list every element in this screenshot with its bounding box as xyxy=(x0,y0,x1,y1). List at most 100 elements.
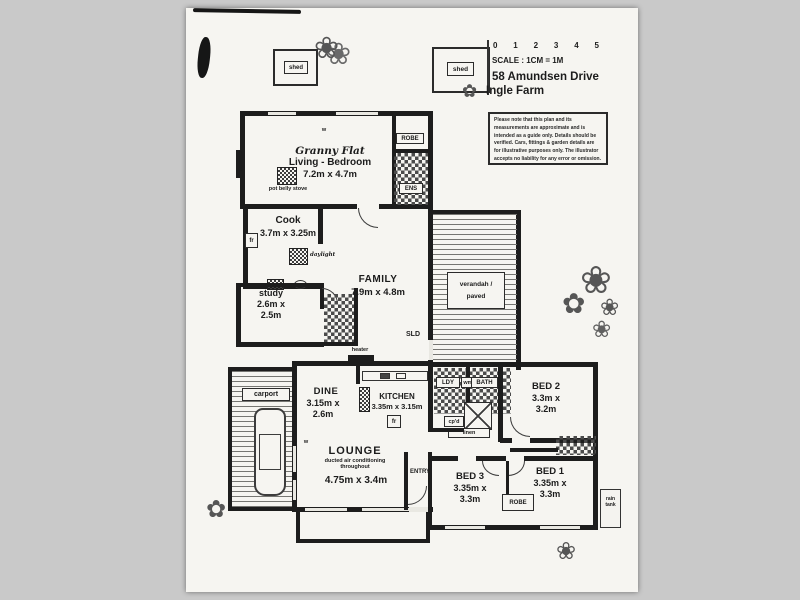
hall-robe-label: ROBE xyxy=(509,500,527,506)
wall xyxy=(432,428,464,432)
hall-robe-box xyxy=(502,494,534,511)
shed-left-label: shed xyxy=(284,61,308,74)
kitchen-sink xyxy=(380,373,390,379)
family-title: FAMILY xyxy=(358,274,398,285)
bath-label: BATH xyxy=(471,377,498,388)
window-mark: w xyxy=(303,439,309,445)
window xyxy=(445,526,485,529)
wall xyxy=(498,362,503,442)
wall xyxy=(228,367,232,511)
carport-label: carport xyxy=(242,388,290,401)
kitchen-bench xyxy=(362,371,428,381)
verandah-label: verandah / paved xyxy=(447,272,505,309)
scale-bracket-line xyxy=(487,40,489,95)
window xyxy=(540,526,580,529)
window xyxy=(305,508,347,511)
wall xyxy=(433,210,521,214)
scale-ruler: 0 1 2 3 4 5 xyxy=(493,41,599,50)
bed1-dims: 3.35m x 3.3m xyxy=(533,478,567,499)
ruler-number: 2 xyxy=(533,41,539,50)
garden-cluster-icon: ❀ xyxy=(580,260,612,302)
garden-cluster-icon: ✿ xyxy=(562,288,586,319)
pantry xyxy=(359,387,370,412)
ruler-number: 1 xyxy=(513,41,518,50)
pot-belly-stove-label: pot belly stove xyxy=(268,186,308,192)
wall xyxy=(236,283,324,287)
lounge-title: LOUNGE xyxy=(328,445,382,457)
kitchen-title: KITCHEN xyxy=(379,392,415,401)
wall xyxy=(354,288,358,346)
wall xyxy=(432,362,598,367)
wall xyxy=(320,342,358,346)
ruler-number: 3 xyxy=(553,41,559,50)
garden-cluster-icon: ❀ xyxy=(600,294,620,320)
wall xyxy=(318,208,323,244)
wall xyxy=(428,452,432,530)
entry-label: ENTRY xyxy=(409,469,431,475)
entry-door-gap xyxy=(409,507,429,512)
wall xyxy=(404,452,408,510)
wall xyxy=(524,456,598,461)
wall xyxy=(428,111,433,209)
wall xyxy=(292,361,433,366)
heater-block xyxy=(348,355,374,362)
ruler-number: 5 xyxy=(594,41,599,50)
bed3-dims: 3.35m x 3.3m xyxy=(453,483,487,504)
wall xyxy=(428,208,433,340)
wall xyxy=(476,456,506,461)
bed3-title: BED 3 xyxy=(456,471,484,482)
car-roof xyxy=(259,434,281,470)
kitchen-sink xyxy=(396,373,406,379)
fridge-box: fr xyxy=(387,415,401,428)
porch-tiles xyxy=(324,294,356,344)
wall xyxy=(432,456,458,461)
ruler-number: 0 xyxy=(493,41,498,50)
wall xyxy=(506,461,509,495)
study-title: study xyxy=(258,288,283,298)
flower-icon: ✿ xyxy=(462,81,478,101)
disclaimer-box: Please note that this plan and its measu… xyxy=(488,112,608,165)
window xyxy=(293,480,296,500)
address-line2: Ingle Farm xyxy=(486,85,545,97)
wall xyxy=(426,512,430,542)
lounge-dims: 4.75m x 3.4m xyxy=(324,475,388,486)
cook-title: Cook xyxy=(275,215,301,226)
pot-belly-stove xyxy=(277,167,297,185)
granny-robe-label: ROBE xyxy=(396,133,424,144)
window-mark: w xyxy=(321,127,327,133)
rain-tank-label: rain tank xyxy=(605,496,616,508)
fridge-box: fr xyxy=(245,233,258,248)
window xyxy=(362,508,410,511)
lounge-note: ducted air conditioning throughout xyxy=(324,458,386,471)
granny-flat-subtitle: Living - Bedroom xyxy=(288,157,372,168)
chimney-label: chimney xyxy=(236,150,243,172)
granny-flat-title: Granny Flat xyxy=(295,145,365,157)
wall xyxy=(516,210,521,370)
heater-label: heater xyxy=(351,347,369,353)
ruler-number: 4 xyxy=(574,41,579,50)
scale-text: SCALE : 1CM = 1M xyxy=(492,56,564,65)
wall xyxy=(379,204,433,209)
wall xyxy=(236,283,241,347)
wall xyxy=(243,208,248,289)
wall xyxy=(356,366,360,384)
granny-flat-dims: 7.2m x 4.7m xyxy=(303,169,357,180)
bed2-robe-strip xyxy=(503,368,511,414)
wall xyxy=(228,507,294,511)
wall xyxy=(240,111,245,209)
skylight xyxy=(289,248,308,265)
shower xyxy=(464,402,492,430)
bed1-title: BED 1 xyxy=(536,466,564,477)
wall xyxy=(466,366,470,414)
ensuite-floor xyxy=(394,153,428,205)
dine-title: DINE xyxy=(313,386,339,397)
bed2-dims: 3.3m x 3.2m xyxy=(531,393,561,414)
wall xyxy=(292,361,297,512)
kitchen-dims: 3.35m x 3.15m xyxy=(371,402,423,411)
wall xyxy=(228,367,294,371)
family-dims: 7.9m x 4.8m xyxy=(351,287,405,298)
wall xyxy=(500,438,512,443)
laundry-label: LDY xyxy=(436,377,460,388)
shrub-icon: ❀ xyxy=(556,538,577,565)
corner-tiles xyxy=(556,436,596,455)
